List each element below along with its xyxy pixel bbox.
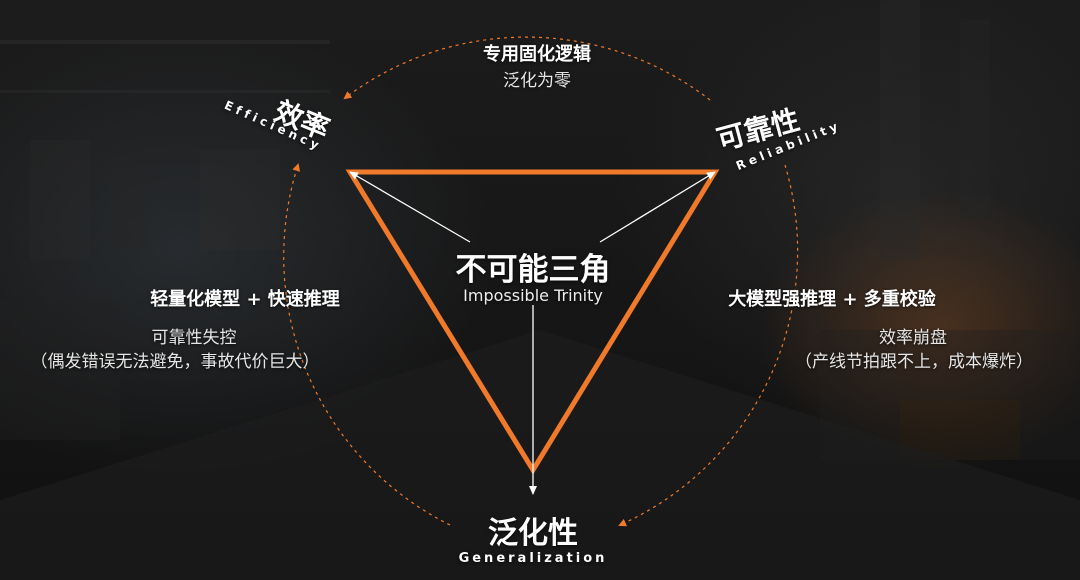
right-label-line1: 效率崩盘 — [879, 328, 947, 348]
center-label-subtitle: Impossible Trinity — [463, 286, 603, 305]
factory-silhouette-right — [820, 0, 1080, 460]
center-label-title: 不可能三角 — [455, 252, 611, 288]
arrow-to-reliability — [599, 171, 716, 243]
arc-right — [618, 164, 799, 527]
left-label-title: 轻量化模型 + 快速推理 — [150, 289, 340, 310]
right-label-line2: （产线节拍跟不上，成本爆炸） — [795, 352, 1033, 372]
top-label-title: 专用固化逻辑 — [483, 44, 591, 65]
vertex-generalization-zh: 泛化性 — [488, 516, 578, 551]
right-label-title: 大模型强推理 + 多重校验 — [728, 289, 936, 310]
left-label-line1: 可靠性失控 — [151, 328, 237, 348]
left-label-line2: （偶发错误无法避免，事故代价巨大） — [30, 352, 320, 372]
arc-left — [283, 163, 451, 526]
top-label-subtitle: 泛化为零 — [503, 71, 571, 91]
arrow-to-efficiency — [349, 171, 471, 243]
vertex-generalization-en: Generalization — [458, 551, 608, 566]
impossible-triangle — [345, 169, 720, 475]
arc-top — [343, 36, 711, 101]
factory-silhouette-left — [0, 40, 330, 440]
